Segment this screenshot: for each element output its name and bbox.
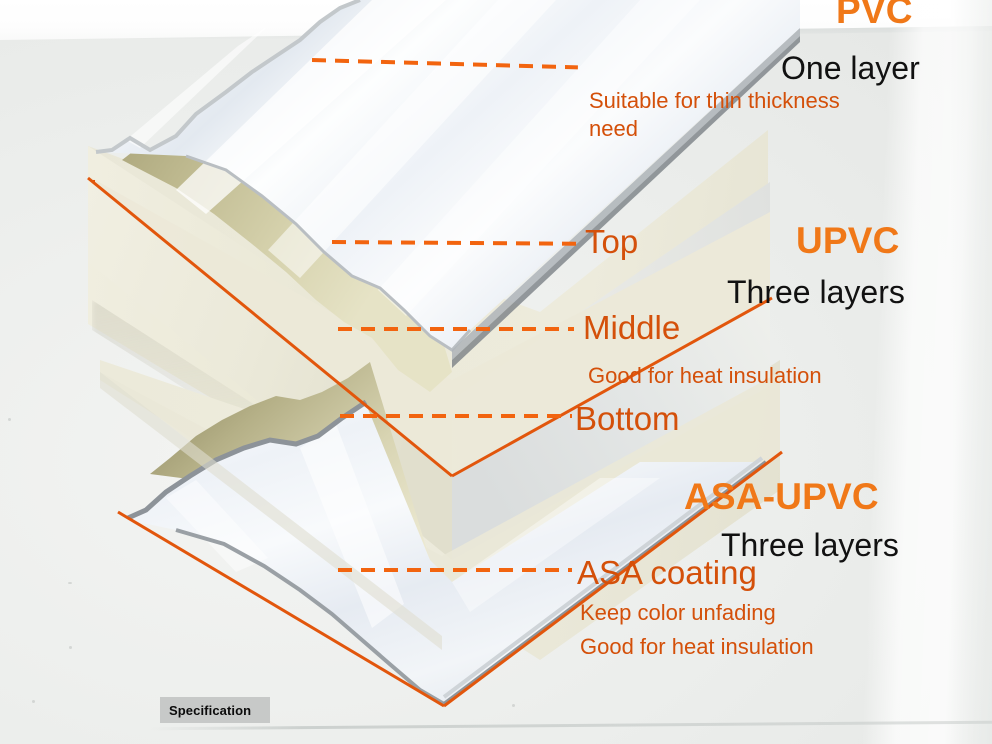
leader-line-bottom (340, 414, 572, 418)
leader-line-middle (338, 327, 574, 331)
leader-line-asa (338, 568, 572, 572)
heading-asa-upvc: ASA-UPVC (684, 476, 879, 517)
callout-bottom: Bottom (575, 400, 680, 437)
callout-asa-coating: ASA coating (577, 554, 757, 591)
callout-top: Top (585, 223, 639, 260)
upvc-note-line-1: Good for heat insulation (588, 363, 822, 388)
seam-line-upper-right (451, 296, 773, 478)
heading-pvc: PVC (836, 0, 913, 31)
asa-note-line-2: Good for heat insulation (580, 634, 814, 659)
upper-cap-rim (95, 0, 361, 154)
specification-label-text: Specification (169, 702, 252, 718)
lower-cap-rim-lower (175, 528, 446, 706)
surface-speck (32, 700, 35, 703)
surface-speck (512, 704, 515, 707)
pvc-note-line-2: need (589, 116, 638, 141)
surface-speck (69, 646, 72, 649)
surface-speck (68, 582, 72, 584)
upvc-layer-count: Three layers (727, 274, 905, 310)
seam-line-lower-right (443, 450, 783, 708)
callout-middle: Middle (583, 309, 681, 346)
asa-upvc-layer-count: Three layers (721, 527, 899, 563)
specification-label: Specification (160, 697, 270, 723)
surface-speck (8, 418, 11, 421)
upper-white-cap (96, 0, 800, 350)
background-right-shade (950, 0, 992, 744)
lower-white-cap (128, 404, 762, 704)
pvc-note-line-1: Suitable for thin thickness (589, 88, 840, 113)
upper-cap-rim-lower (185, 154, 472, 352)
pvc-layer-count: One layer (781, 50, 920, 86)
heading-upvc: UPVC (796, 220, 900, 261)
asa-note-line-1: Keep color unfading (580, 600, 776, 625)
upper-right-face-shape (452, 298, 770, 560)
seam-line-upper-left (87, 176, 453, 478)
lower-cap-rim (126, 399, 368, 521)
seam-line-lower-left (117, 510, 445, 708)
